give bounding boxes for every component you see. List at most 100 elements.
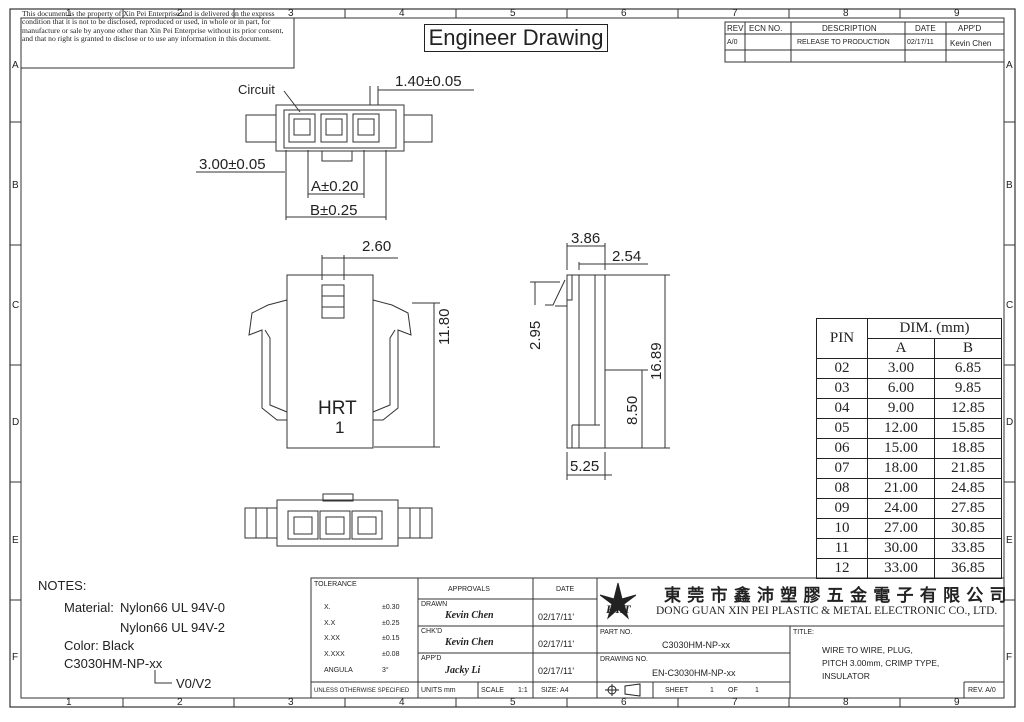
variant-leader <box>154 670 172 684</box>
disclaimer-frame <box>20 17 295 69</box>
material-label: Material: <box>64 600 114 615</box>
sheet-total: 1 <box>755 687 759 694</box>
chkd-label: CHK'D <box>421 628 443 635</box>
part-code-note: C3030HM-NP-xx <box>64 656 163 671</box>
drawn-date: 02/17/11' <box>538 612 575 622</box>
tolerance-value: ±0.15 <box>382 635 400 642</box>
tolerance-key: X.XX <box>324 635 340 642</box>
company-name-cn: 東 莞 市 鑫 沛 塑 膠 五 金 電 子 有 限 公 司 <box>664 586 1008 605</box>
tolerance-key: X.XXX <box>324 651 345 658</box>
tolerance-key: X. <box>324 604 331 611</box>
tolerance-label: TOLERANCE <box>314 581 357 588</box>
part-no-label: PART NO. <box>600 629 633 636</box>
description-value: RELEASE TO PRODUCTION <box>797 39 890 46</box>
side-view <box>530 243 670 480</box>
sheet-label: SHEET <box>665 687 689 694</box>
bottom-view <box>244 493 433 547</box>
of-label: OF <box>728 687 738 694</box>
approvals-label: APPROVALS <box>448 586 490 593</box>
page-title: Engineer Drawing <box>424 24 608 52</box>
dim-side-total: 16.89 <box>648 342 665 380</box>
scale-value: 1:1 <box>518 687 528 694</box>
tolerance-key: ANGULA <box>324 667 353 674</box>
dim-pitch: 3.00±0.05 <box>199 156 266 173</box>
dim-side-bottom: 5.25 <box>570 458 600 475</box>
appd-value: Kevin Chen <box>950 39 992 48</box>
company-name-en: DONG GUAN XIN PEI PLASTIC & METAL ELECTR… <box>656 605 998 617</box>
appd-header: APP'D <box>958 24 982 33</box>
dim-b: B±0.25 <box>310 202 358 219</box>
col-b-header: B <box>934 338 1002 359</box>
color-note: Color: Black <box>64 638 135 653</box>
description-header: DESCRIPTION <box>822 24 877 33</box>
dim-side-inner: 2.54 <box>612 248 642 265</box>
front-view <box>248 255 440 449</box>
tolerance-value: 3° <box>382 667 389 674</box>
dim-header: DIM. (mm) <box>867 318 1002 339</box>
material-1: Nylon66 UL 94V-0 <box>120 600 226 615</box>
tolerance-value: ±0.08 <box>382 651 400 658</box>
ecn-header: ECN NO. <box>749 24 783 33</box>
appd-label: APP'D <box>421 655 442 662</box>
notes-heading: NOTES: <box>38 578 87 593</box>
material-2: Nylon66 UL 94V-2 <box>120 620 226 635</box>
revision-frame <box>724 21 1005 63</box>
tolerance-value: ±0.25 <box>382 620 400 627</box>
date-label: DATE <box>556 586 575 593</box>
hrt-logo-icon <box>599 582 637 620</box>
appd-signature: Jacky Li <box>445 665 481 676</box>
tolerance-key: X.X <box>324 620 336 627</box>
rev-mark: REV. A/0 <box>968 687 996 694</box>
date-header: DATE <box>915 24 936 33</box>
rev-header: REV <box>727 24 744 33</box>
title-label: TITLE: <box>793 629 815 636</box>
circuit-number: 1 <box>335 418 345 437</box>
title-line-2: PITCH 3.00mm, CRIMP TYPE, <box>822 658 940 668</box>
chkd-date: 02/17/11' <box>538 639 575 649</box>
variant-note: V0/V2 <box>176 676 212 691</box>
top-view <box>196 86 474 220</box>
title-line-1: WIRE TO WIRE, PLUG, <box>822 645 913 655</box>
outer-frame <box>9 8 1016 708</box>
sheet-number: 1 <box>710 687 714 694</box>
drawing-no-label: DRAWING NO. <box>600 656 648 663</box>
chkd-signature: Kevin Chen <box>445 637 494 648</box>
rev-value: A/0 <box>727 39 738 46</box>
pin-header: PIN <box>816 318 868 359</box>
sheet-size: SIZE: A4 <box>541 687 569 694</box>
dim-front-height: 11.80 <box>436 308 453 345</box>
drawing-no-value: EN-C3030HM-NP-xx <box>652 668 736 678</box>
dim-front-width: 2.60 <box>362 238 392 255</box>
dim-pitch-small: 1.40±0.05 <box>395 73 462 90</box>
grid-ticks <box>10 9 1015 707</box>
units: UNITS mm <box>421 687 456 694</box>
projection-symbol-icon <box>605 683 641 697</box>
drawn-signature: Kevin Chen <box>445 610 494 621</box>
disclaimer-text: This document is the property of Xin Pei… <box>22 9 284 43</box>
dim-side-lower: 8.50 <box>624 395 641 425</box>
appd-date: 02/17/11' <box>538 666 575 676</box>
dim-side-top: 3.86 <box>571 230 601 247</box>
tolerance-value: ±0.30 <box>382 604 400 611</box>
col-a-header: A <box>867 338 935 359</box>
drawn-label: DRAWN <box>421 601 448 608</box>
hrt-mark: HRT <box>318 398 357 419</box>
unless-note: UNLESS OTHERWISE SPECIFIED <box>314 688 410 694</box>
title-line-3: INSULATOR <box>822 671 870 681</box>
circuit-label: Circuit <box>238 82 275 97</box>
dim-side-latch: 2.95 <box>527 320 544 350</box>
scale-label: SCALE <box>481 687 504 694</box>
dim-a: A±0.20 <box>311 178 359 195</box>
